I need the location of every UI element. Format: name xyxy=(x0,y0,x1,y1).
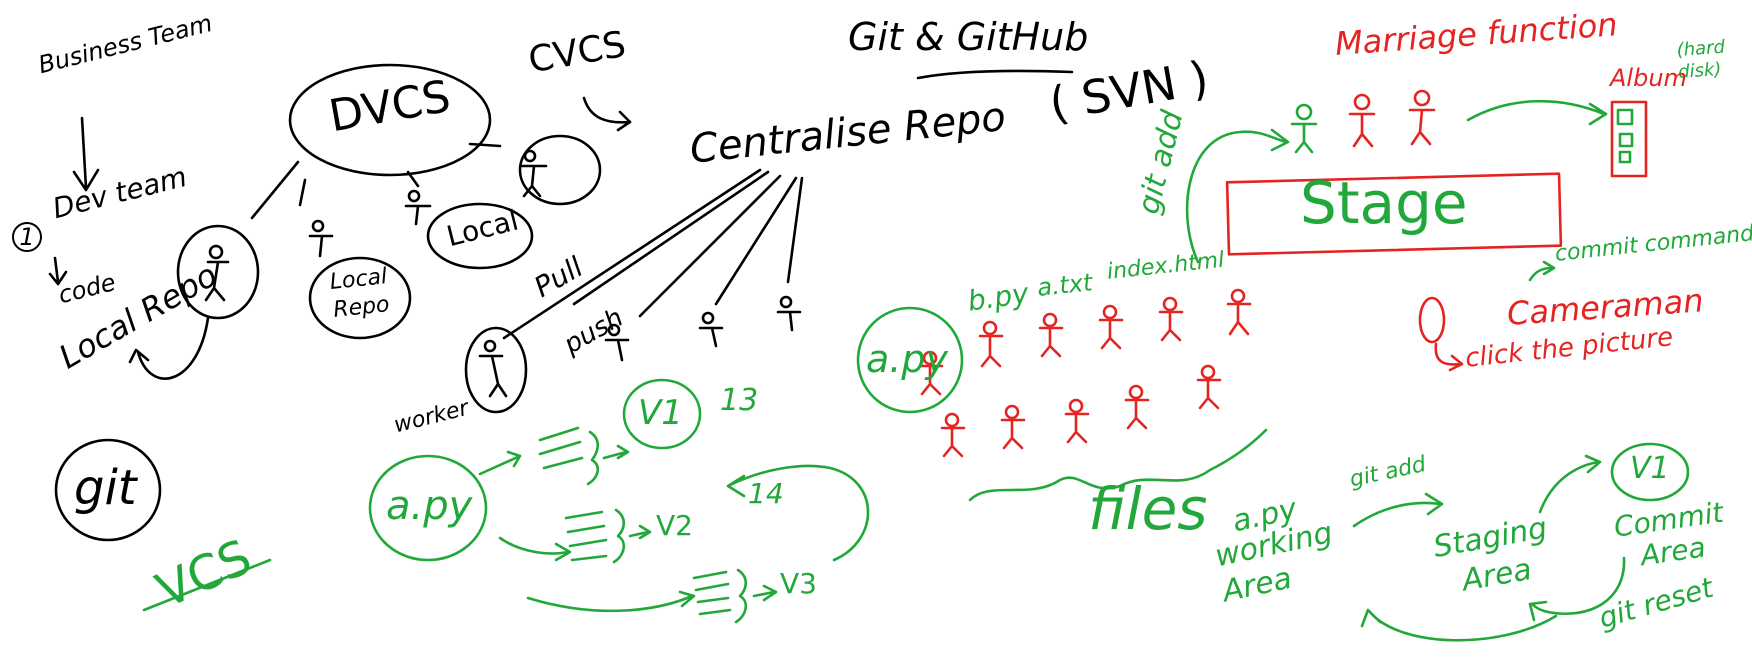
dvcs-branch-far xyxy=(468,142,502,148)
stick-figure xyxy=(404,189,432,226)
v3-lines xyxy=(692,568,778,624)
fan-line-pull xyxy=(572,170,770,306)
commit-command-arrow xyxy=(1528,260,1556,282)
vcs-underline xyxy=(142,558,272,612)
local-ellipse xyxy=(426,202,534,270)
business-to-dev-arrow xyxy=(72,116,100,192)
stage-rect xyxy=(1225,172,1563,256)
commit-loop-arrow xyxy=(128,316,210,380)
v1-label: V1 xyxy=(638,393,683,433)
a-py-left-circle xyxy=(368,454,488,562)
v3-arrow xyxy=(526,590,696,613)
stick-figure xyxy=(308,219,334,258)
n14-label: 14 xyxy=(748,477,784,510)
to-v1-arrow xyxy=(1538,454,1602,514)
a-py-files-circle xyxy=(856,306,964,414)
fan-line-right xyxy=(786,176,804,284)
fan-line-mid xyxy=(714,176,798,306)
green-figure-stage xyxy=(1290,103,1318,154)
v2-lines xyxy=(564,508,652,564)
fan-line-worker xyxy=(502,168,762,340)
album-box xyxy=(1610,100,1648,178)
v1-arrow xyxy=(478,450,522,476)
stick-figure xyxy=(698,311,724,348)
hard-disk-label: (hard disk) xyxy=(1676,36,1726,83)
dev-person-circle xyxy=(176,224,260,320)
v3-label: V3 xyxy=(780,567,817,600)
files-brace xyxy=(968,428,1268,502)
stick-figure xyxy=(478,339,508,398)
v1-circle xyxy=(622,378,702,450)
cameraman-figure xyxy=(1418,296,1446,344)
album-pictures xyxy=(1616,108,1634,164)
red-figures-top xyxy=(1348,89,1436,148)
to-album-arrow xyxy=(1466,99,1608,126)
a-py-left-label: a.py xyxy=(386,483,473,529)
a-txt-label: a.txt xyxy=(1035,268,1094,302)
stick-figure xyxy=(604,323,630,362)
dev-to-code-arrow xyxy=(48,256,68,286)
v2-label: V2 xyxy=(656,509,693,542)
v1-bottom-circle xyxy=(1610,442,1690,502)
v1-lines xyxy=(538,426,630,486)
stick-figure xyxy=(776,295,802,332)
cvcs-arrow xyxy=(582,96,632,132)
n13-label: 13 xyxy=(720,383,759,418)
red-figures-grid xyxy=(918,288,1252,458)
git-add-arrow-bottom xyxy=(1352,492,1444,528)
reset-to-working-arrow xyxy=(1360,608,1558,642)
back-arrow-14 xyxy=(726,464,870,562)
dvcs-branch-mid xyxy=(298,178,307,207)
dvcs-top-right-circle xyxy=(518,134,602,206)
worker-circle xyxy=(464,326,528,414)
files-label: files xyxy=(1088,475,1208,543)
stick-figure xyxy=(520,149,548,198)
git-reset-arrow xyxy=(1528,556,1626,622)
step-number: 1 xyxy=(12,222,42,252)
v2-arrow xyxy=(498,536,572,562)
a-py-files-label: a.py xyxy=(866,337,948,381)
stage-label: Stage xyxy=(1300,169,1468,237)
dev-stick-figure xyxy=(204,244,230,302)
local-repo-mid-label: Local Repo xyxy=(328,264,391,323)
title-underline xyxy=(916,69,1074,80)
dvcs-ellipse xyxy=(288,63,492,177)
dvcs-branch-left xyxy=(250,160,300,220)
title: Git & GitHub xyxy=(848,15,1089,59)
dvcs-branch-right xyxy=(406,170,420,188)
album-label: Album xyxy=(1610,64,1687,92)
git-add-arrow-top xyxy=(1185,128,1290,264)
git-circle xyxy=(54,438,162,542)
click-arrow xyxy=(1434,342,1464,372)
git-label: git xyxy=(74,460,137,516)
local-repo-mid-ellipse xyxy=(308,256,412,340)
fan-line-push xyxy=(638,174,782,318)
v1-bottom-label: V1 xyxy=(1630,451,1670,486)
b-py-label: b.py xyxy=(965,276,1031,318)
